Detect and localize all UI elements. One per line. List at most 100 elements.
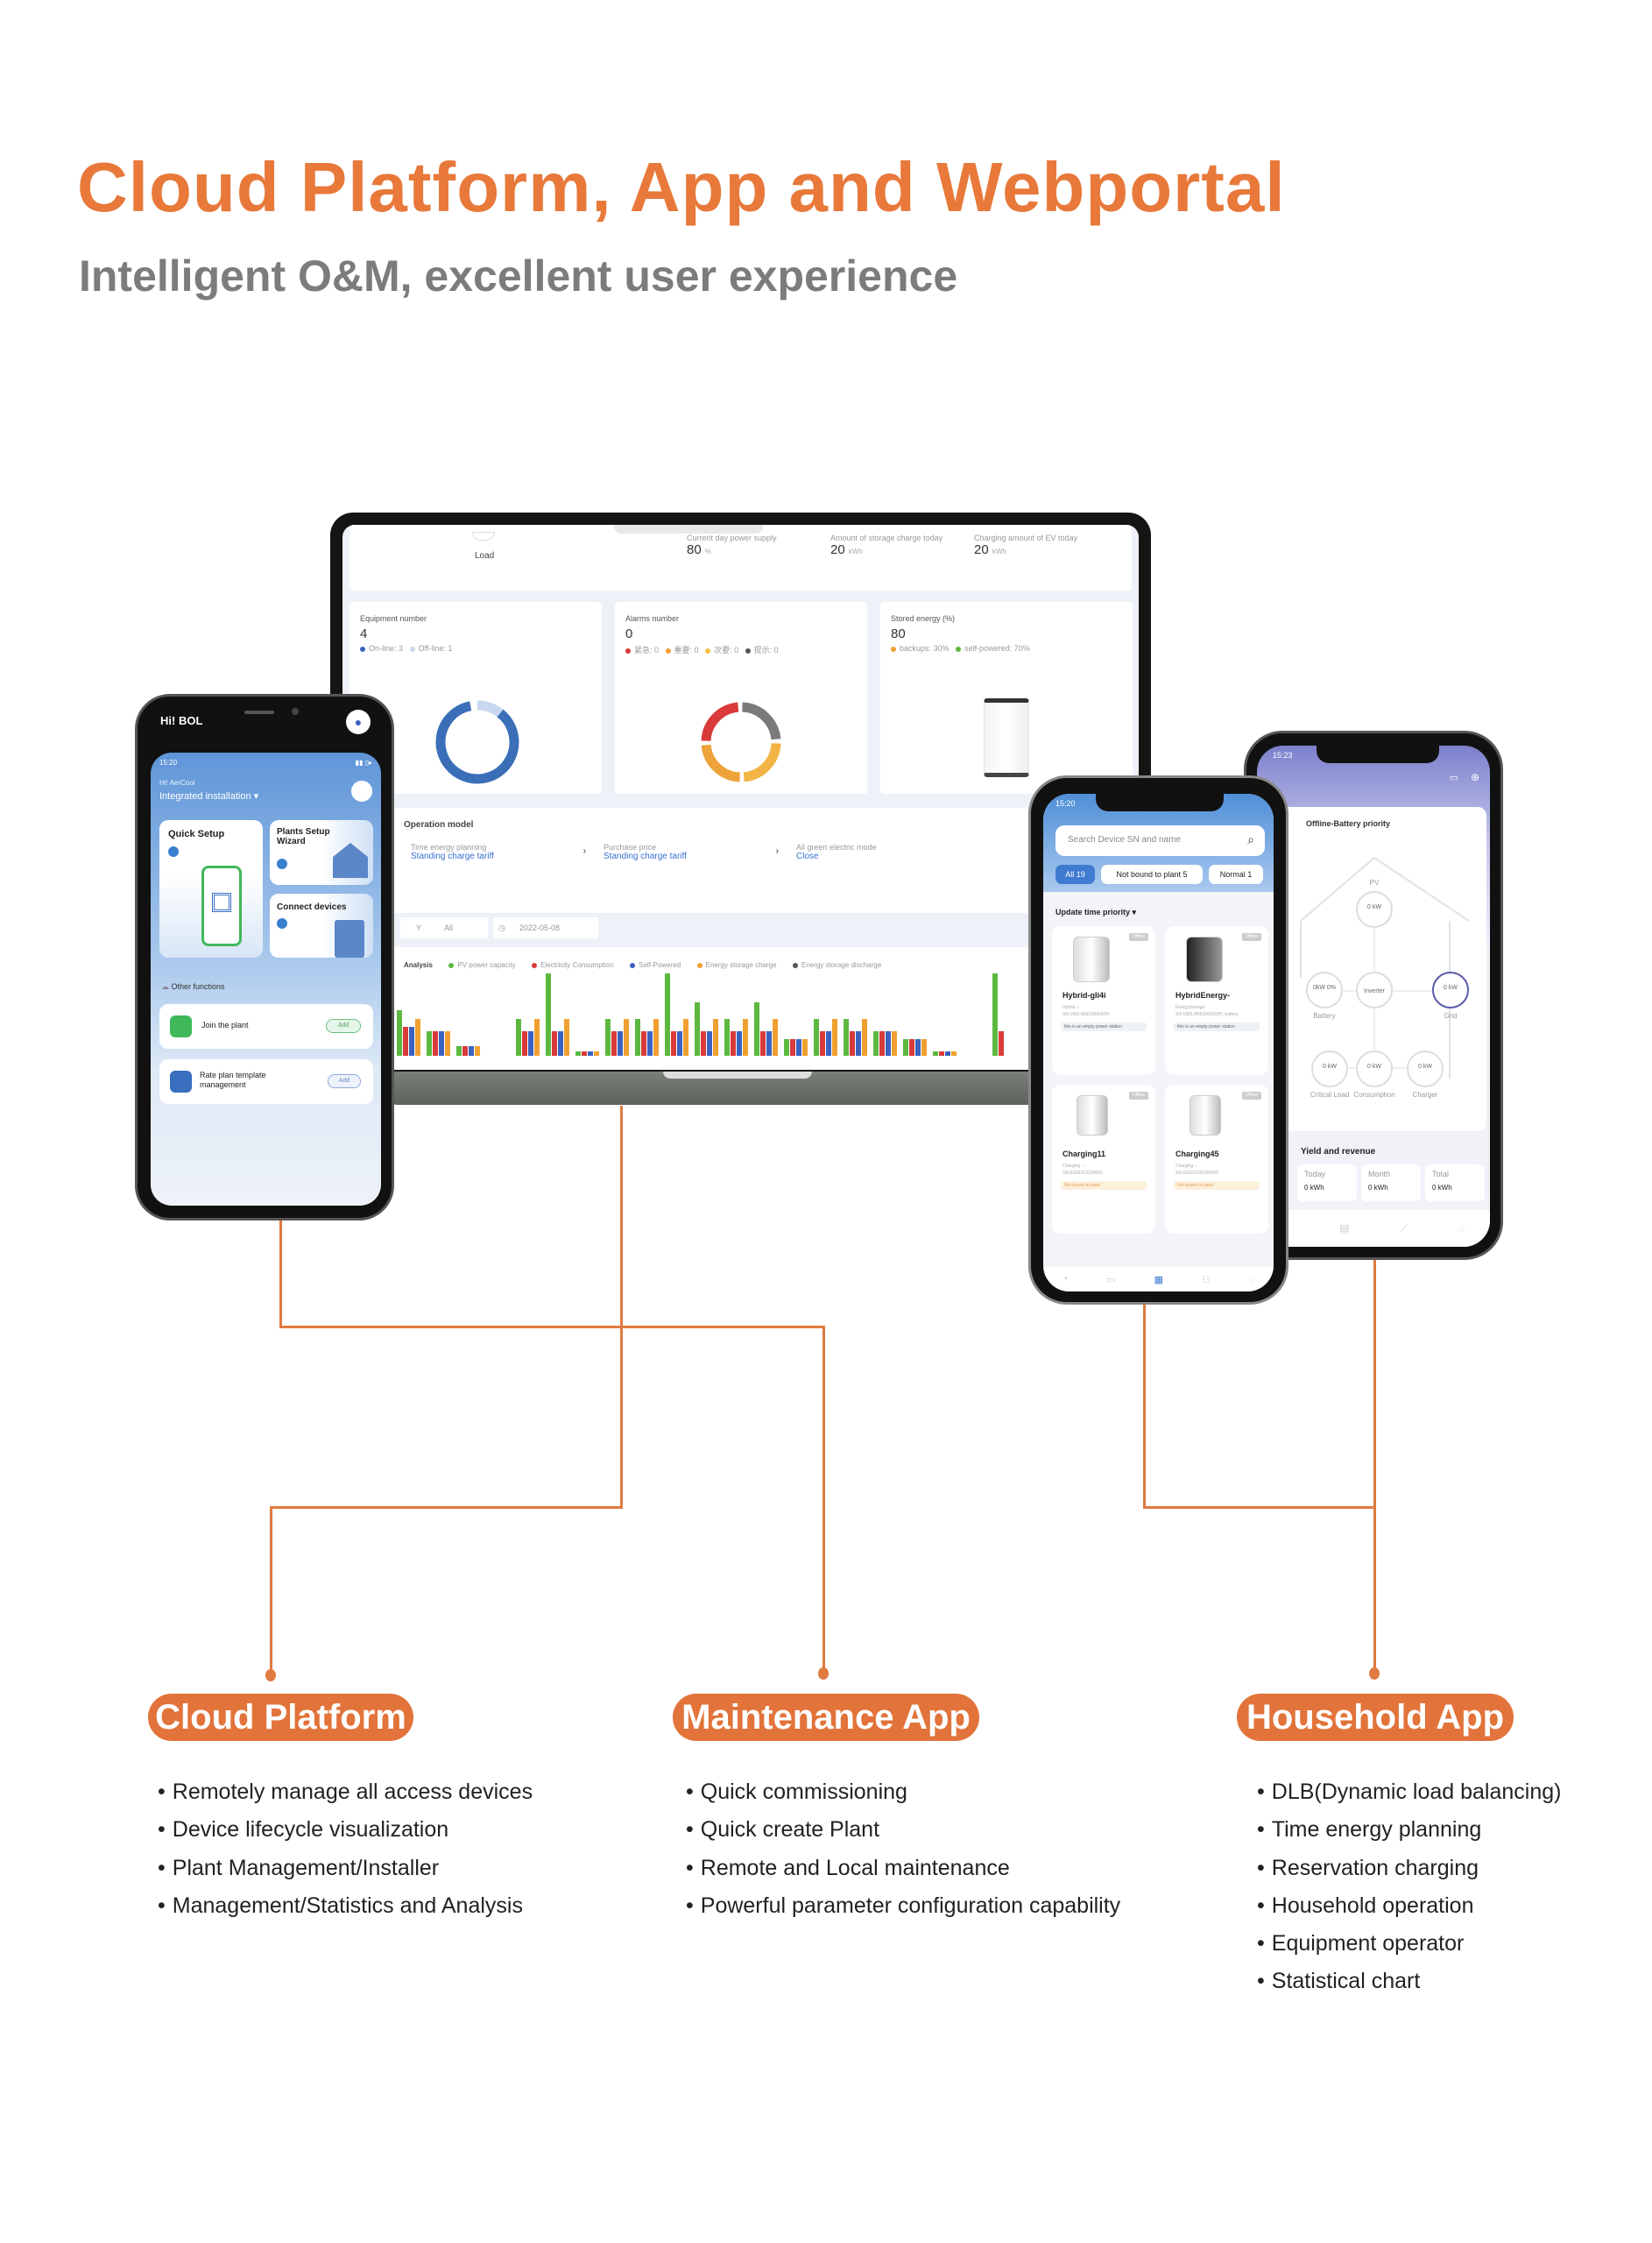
stat-unit: kWh [992,548,1006,555]
yield-value: 0 kWh [1304,1184,1324,1192]
critical-load-node[interactable]: 0 kW [1311,1051,1348,1087]
bar-storage-charge [713,1018,718,1056]
bar-pv [784,1039,789,1056]
feature-item: Time energy planning [1257,1811,1561,1849]
device-card[interactable]: Offline Hybrid-gli4i Hybrid -- SN 1965-8… [1052,926,1155,1075]
bar-consumption [760,1030,766,1056]
date-picker[interactable]: ◷2022-05-08 [493,917,598,938]
device-image [1186,937,1223,982]
chip-normal[interactable]: Normal 1 [1209,865,1263,884]
bar-pv [546,973,551,1056]
chart-nav-icon[interactable]: ⟋ [1400,1221,1408,1235]
camera-icon [292,708,299,715]
chip-not-bound[interactable]: Not bound to plant 5 [1101,865,1203,884]
plants-nav-icon[interactable]: ▭ [1106,1274,1116,1285]
bar-pv [814,1018,819,1056]
period-selector[interactable]: Y All [400,917,488,938]
join-plant-row[interactable]: Join the plant Add [159,1004,373,1049]
stat-value: 20 [830,542,845,557]
devices-nav-icon[interactable]: ▦ [1154,1274,1163,1285]
stat-value: 80 [687,542,702,557]
user-name: Hi! AerCool [159,779,195,787]
device-nav-icon[interactable]: ▤ [1339,1222,1350,1235]
rate-plan-row[interactable]: Rate plan template management Add [159,1059,373,1104]
alarms-card[interactable]: Alarms number 0 紧急: 0 重要: 0 次要: 0 提示: 0 [615,602,867,794]
bar-consumption [611,1030,617,1056]
other-functions-label: Other functions [171,982,225,991]
stat-label: Current day power supply [687,534,777,542]
model-item-label: Time energy planning [411,843,487,852]
device-image [1190,1095,1221,1136]
bar-consumption [939,1051,944,1056]
arrow-icon [168,846,179,857]
bar-consumption [820,1030,825,1056]
operate-nav-icon[interactable]: ◔ [1062,1274,1069,1284]
bar-consumption [731,1030,736,1056]
bar-consumption [671,1030,676,1056]
search-placeholder: Search Device SN and name [1068,835,1181,845]
plants-setup-wizard-tile[interactable]: Plants Setup Wizard [270,820,373,885]
quick-setup-tile[interactable]: Quick Setup [159,820,263,958]
bar-consumption [462,1045,468,1056]
critical-load-label: Critical Load [1310,1091,1350,1099]
connect-devices-tile[interactable]: Connect devices [270,894,373,958]
mode-selector[interactable]: Integrated installation ▾ [159,790,258,802]
bar-pv [456,1045,462,1056]
profile-nav-icon[interactable]: ◌ [1458,1222,1465,1235]
legend-storage-discharge: Energy storage discharge [801,961,882,969]
battery-node[interactable]: 0kW 0% [1306,972,1343,1008]
bar-storage-charge [534,1018,540,1056]
alarms-donut [701,702,781,782]
bar-storage-charge [921,1039,927,1056]
household-app-features: DLB(Dynamic load balancing) Time energy … [1257,1773,1562,2001]
screen-icon[interactable]: ▭ [1449,773,1458,783]
add-button[interactable]: Add [328,1074,361,1088]
user-avatar-icon[interactable]: ● [346,710,371,734]
bar-pv [665,973,670,1056]
device-card[interactable]: Offline Charging11 Charging -- SN EU0191… [1052,1085,1155,1234]
bar-area [349,973,1132,1056]
sort-dropdown[interactable]: Update time priority ▾ [1055,908,1136,917]
status-time: 15:20 [1055,799,1076,808]
pv-node[interactable]: 0 kW [1356,891,1393,928]
chip-all[interactable]: All 19 [1055,865,1095,884]
consumption-node[interactable]: 0 kW [1356,1051,1393,1087]
bar-storage-charge [773,1018,778,1056]
bar-self-powered [469,1045,474,1056]
yield-today: Today 0 kWh [1297,1164,1357,1201]
add-button[interactable]: Add [326,1019,361,1033]
consumption-label: Consumption [1353,1091,1395,1099]
mine-nav-icon[interactable]: ◌ [1248,1274,1255,1284]
bar-pv [397,1010,402,1056]
household-screen: 15:23 ▭ ⊕ Offline-Battery priority PV 0 … [1257,746,1490,1247]
add-circle-icon[interactable]: ⊕ [1470,771,1479,783]
bar-pv [516,1018,521,1056]
function-label: Join the plant [201,1021,249,1030]
grid-node[interactable]: 0 kW [1432,972,1469,1008]
inverter-node[interactable]: Inverter [1356,972,1393,1008]
team-nav-icon[interactable]: ⚇ [1201,1274,1211,1285]
feature-item: Remotely manage all access devices [158,1773,533,1811]
bar-consumption [909,1039,914,1056]
caret-down-icon: ▾ [1132,908,1137,916]
device-card[interactable]: Offline Charging45 Charging -- SN EU0222… [1165,1085,1268,1234]
cloud-platform-features: Remotely manage all access devices Devic… [158,1773,533,1925]
bar-storage-charge [624,1018,629,1056]
bar-self-powered [737,1030,742,1056]
cloud-platform-badge: Cloud Platform [148,1694,413,1741]
search-input[interactable]: Search Device SN and name⌕ [1055,825,1265,856]
node-value: 0kW 0% [1312,985,1337,991]
device-card[interactable]: Offline HybridEnergy- EnergyStorage SN 1… [1165,926,1268,1075]
charger-node[interactable]: 0 kW [1407,1051,1444,1087]
wifi-icon[interactable] [351,781,372,802]
yield-label: Today [1304,1170,1326,1178]
stored-energy-card[interactable]: Stored energy (%) 80 backups: 30% self-p… [880,602,1133,794]
period-all[interactable]: All [444,923,454,932]
node-value: 0 kW [1444,985,1458,991]
period-y[interactable]: Y [416,923,422,932]
status-badge: Offline [1242,933,1261,941]
